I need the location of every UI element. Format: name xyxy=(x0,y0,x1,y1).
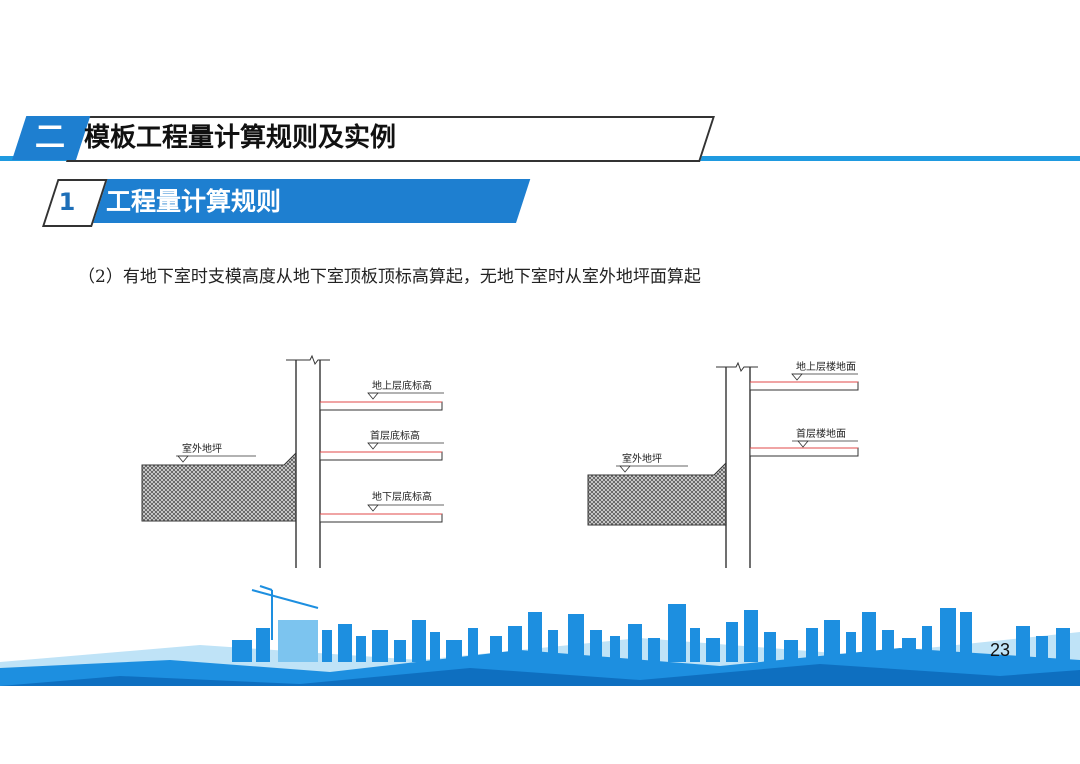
page-number: 23 xyxy=(990,640,1011,660)
right-marker-first xyxy=(797,440,809,448)
left-diagram: 地上层底标高 首层底标高 地下层底标高 室外地坪 xyxy=(141,354,444,568)
right-diagram: 地上层楼地面 首层楼地面 室外地坪 xyxy=(587,360,859,568)
rule-paragraph: （2）有地下室时支模高度从地下室顶板顶标高算起，无地下室时从室外地坪面算起 xyxy=(78,267,701,287)
right-label-upper: 地上层楼地面 xyxy=(796,360,856,373)
right-label-outdoor: 室外地坪 xyxy=(622,452,662,465)
left-marker-first xyxy=(367,442,379,450)
subsection-number: 1 xyxy=(58,188,76,216)
right-ground-fill xyxy=(587,461,727,526)
right-break-mark xyxy=(716,361,758,373)
left-marker-outdoor xyxy=(177,455,189,463)
left-break-mark xyxy=(286,354,330,366)
left-label-upper: 地上层底标高 xyxy=(372,379,432,392)
subsection-title: 工程量计算规则 xyxy=(106,187,282,216)
city-skyline-decoration xyxy=(0,585,1080,686)
right-marker-upper xyxy=(791,373,803,381)
crane-icon xyxy=(251,585,319,640)
right-slab-first xyxy=(749,447,859,457)
left-label-first: 首层底标高 xyxy=(370,429,420,442)
left-marker-upper xyxy=(367,392,379,400)
left-label-outdoor: 室外地坪 xyxy=(182,442,222,455)
left-ground-fill xyxy=(141,451,297,522)
section-title: 模板工程量计算规则及实例 xyxy=(84,123,397,153)
left-slab-basement xyxy=(319,513,443,523)
right-marker-outdoor xyxy=(619,465,631,473)
left-marker-basement xyxy=(367,504,379,512)
right-slab-upper xyxy=(749,381,859,391)
left-label-basement: 地下层底标高 xyxy=(372,490,432,503)
section-number: 二 xyxy=(35,120,65,155)
left-slab-first xyxy=(319,451,443,461)
left-slab-upper xyxy=(319,401,443,411)
right-label-first: 首层楼地面 xyxy=(796,427,846,440)
